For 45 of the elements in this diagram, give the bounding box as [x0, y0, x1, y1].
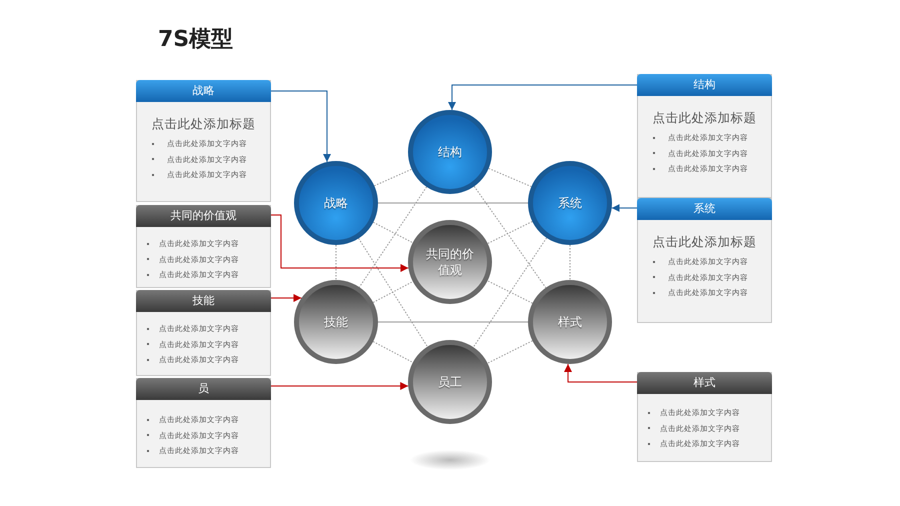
panel-title: 点击此处添加标题: [652, 234, 758, 251]
panel-header: 共同的价值观: [136, 205, 271, 227]
circle-label: 结构: [437, 144, 463, 160]
circle-label: 战略: [323, 195, 349, 211]
info-panel: [136, 378, 271, 468]
info-panel: [136, 205, 271, 288]
connector-line: [372, 281, 414, 303]
info-panel: [637, 198, 772, 323]
connector-line: [474, 186, 546, 288]
panel-header: 样式: [637, 372, 772, 394]
circle-label: 系统: [557, 195, 583, 211]
circle-label: 技能: [323, 314, 349, 330]
connector-line: [488, 168, 532, 188]
connector-line: [372, 222, 414, 244]
panel-header: 技能: [136, 290, 271, 312]
panel-header: 系统: [637, 198, 772, 220]
connector-line: [374, 168, 412, 186]
arrow: [270, 382, 409, 390]
arrow: [448, 84, 638, 110]
arrow: [611, 204, 638, 212]
panel-header: 结构: [637, 74, 772, 96]
arrow: [270, 90, 331, 162]
info-panel: [136, 80, 271, 202]
panel-header: 战略: [136, 80, 271, 102]
title: 7S模型: [158, 26, 234, 54]
panel-header: 员: [136, 378, 271, 400]
info-panel: [637, 372, 772, 462]
arrow: [270, 214, 409, 272]
connector-line: [358, 238, 428, 348]
panel-title: 点击此处添加标题: [652, 110, 758, 127]
connector-line: [487, 221, 533, 244]
circle-label: 员工: [437, 374, 463, 390]
arrow: [270, 294, 302, 302]
panel-title: 点击此处添加标题: [150, 116, 256, 133]
connector-line: [487, 280, 533, 304]
connector-line: [378, 202, 528, 204]
arrow: [564, 364, 638, 382]
circle-label: 样式: [557, 314, 583, 330]
info-panel: [637, 74, 772, 198]
connector-line: [472, 237, 548, 348]
circle-label: 共同的价值观: [425, 246, 475, 278]
connector-line: [372, 341, 414, 363]
info-panel: [136, 290, 271, 376]
connector-line: [358, 186, 428, 288]
connector-line: [487, 340, 533, 364]
